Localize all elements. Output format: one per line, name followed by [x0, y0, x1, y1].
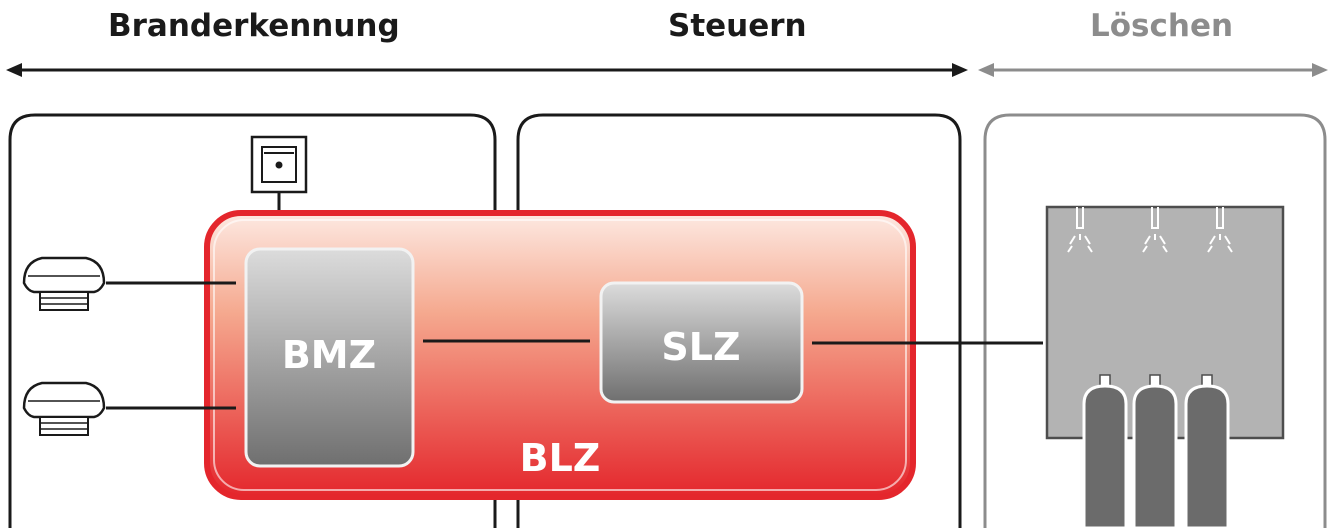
panel-extinguishing	[983, 113, 1327, 528]
panel-detection	[8, 113, 497, 528]
gas-cylinder-icon	[1184, 374, 1230, 528]
slz-label: SLZ	[661, 325, 740, 369]
sprinkler-icon	[1207, 207, 1233, 253]
phase-label-control: Steuern	[668, 8, 807, 44]
sprinkler-icon	[1142, 207, 1168, 253]
bmz-box	[244, 247, 415, 468]
phase-label-detection: Branderkennung	[108, 8, 400, 44]
gas-cylinder-icon	[1082, 374, 1128, 528]
sprinkler-icon	[1067, 207, 1093, 253]
gas-cylinder-icon	[1132, 374, 1178, 528]
bmz-label: BMZ	[282, 333, 376, 377]
manual-call-point-icon	[250, 135, 308, 228]
slz-box	[599, 281, 804, 404]
blz-label: BLZ	[520, 436, 601, 480]
smoke-detector-icon	[22, 381, 106, 436]
arrow-detection-control	[6, 63, 968, 77]
smoke-detector-icon	[22, 256, 106, 311]
arrow-extinguishing	[978, 63, 1328, 77]
phase-label-extinguishing: Löschen	[1090, 8, 1234, 44]
panel-control	[516, 113, 962, 528]
